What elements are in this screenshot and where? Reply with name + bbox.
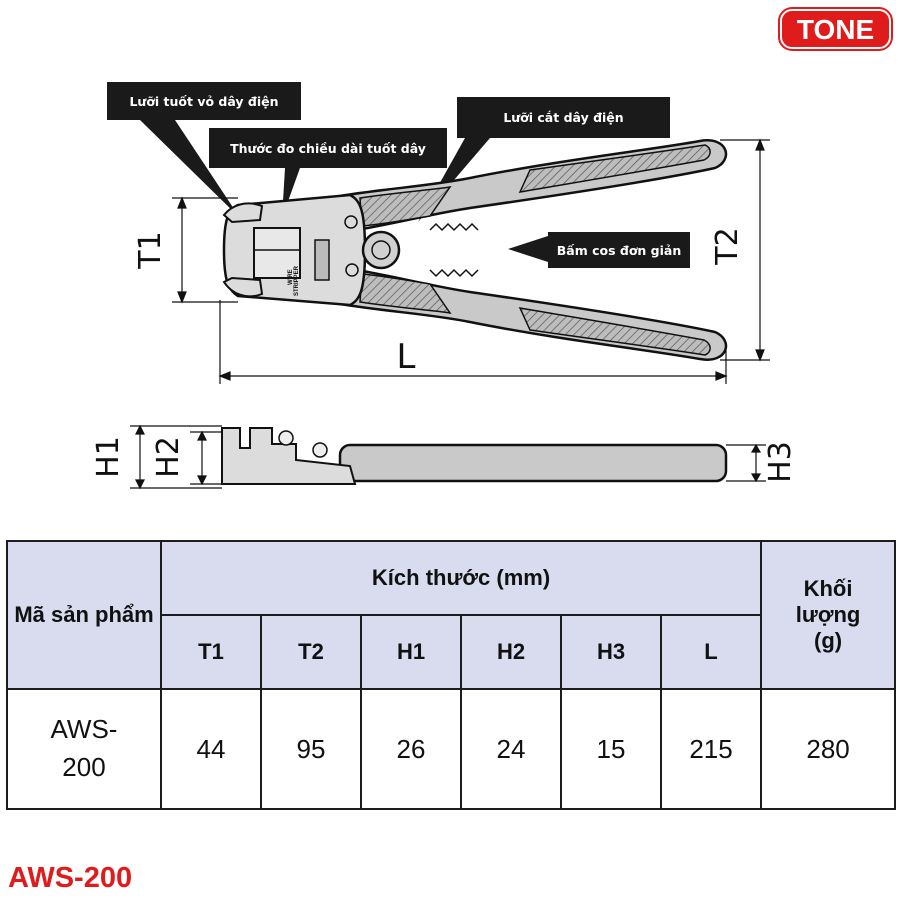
- side-handle: [338, 443, 728, 483]
- callout-length-gauge: Thước đo chiều dài tuốt dây: [209, 128, 447, 168]
- lower-grip-rear: [518, 307, 711, 356]
- cell-product: AWS-200: [6, 688, 162, 810]
- tone-logo: TONE: [778, 7, 893, 51]
- header-product: Mã sản phẩm: [6, 540, 162, 690]
- dim-label-h1: H1: [91, 436, 126, 478]
- upper-grip: [359, 186, 452, 227]
- header-weight: Khối lượng (g): [760, 540, 897, 690]
- tone-logo-text: TONE: [797, 14, 874, 45]
- cell-l: 215: [659, 688, 763, 810]
- callout-crimp: Bấm cos đơn giản: [548, 232, 690, 268]
- dim-label-l: L: [397, 337, 416, 377]
- header-h3: H3: [560, 614, 662, 690]
- stripper-label: STRIPPER: [294, 265, 300, 296]
- callout-pointer-strip: [140, 120, 240, 218]
- callout-cut-blade: Lưỡi cắt dây điện: [457, 97, 670, 138]
- cell-h2: 24: [460, 688, 562, 810]
- crimp-teeth-lower: [429, 268, 479, 278]
- spec-table: Mã sản phẩm Kích thước (mm) Khối lượng (…: [6, 540, 897, 810]
- header-h2: H2: [460, 614, 562, 690]
- dim-label-h2: H2: [151, 436, 186, 478]
- crimp-teeth-upper: [429, 222, 479, 232]
- cell-t1: 44: [160, 688, 262, 810]
- callout-strip-blade: Lưỡi tuốt vỏ dây điện: [107, 82, 301, 120]
- side-view: [221, 427, 728, 485]
- stripper-block: [253, 227, 301, 279]
- upper-grip-rear: [518, 144, 711, 193]
- lower-jaw-tip: [222, 276, 264, 298]
- cell-weight: 280: [760, 688, 897, 810]
- dim-label-h3: H3: [763, 441, 798, 483]
- cell-t2: 95: [260, 688, 362, 810]
- header-t2: T2: [260, 614, 362, 690]
- header-h1: H1: [360, 614, 462, 690]
- product-code: AWS-200: [8, 862, 133, 894]
- dim-label-t1: T1: [133, 231, 168, 269]
- wire-label: WIRE: [288, 269, 294, 285]
- header-l: L: [659, 614, 763, 690]
- callout-pointer-crimp: [508, 236, 548, 262]
- header-t1: T1: [160, 614, 262, 690]
- upper-jaw-tip: [222, 202, 264, 224]
- spring: [314, 239, 330, 281]
- tool-drawing: WIRE STRIPPER: [91, 120, 798, 490]
- dim-label-t2: T2: [710, 227, 745, 265]
- cell-h1: 26: [360, 688, 462, 810]
- header-dimensions: Kích thước (mm): [159, 540, 763, 616]
- cell-h3: 15: [560, 688, 662, 810]
- lower-grip: [359, 273, 452, 314]
- side-head: [221, 427, 357, 485]
- pivot: [361, 230, 401, 270]
